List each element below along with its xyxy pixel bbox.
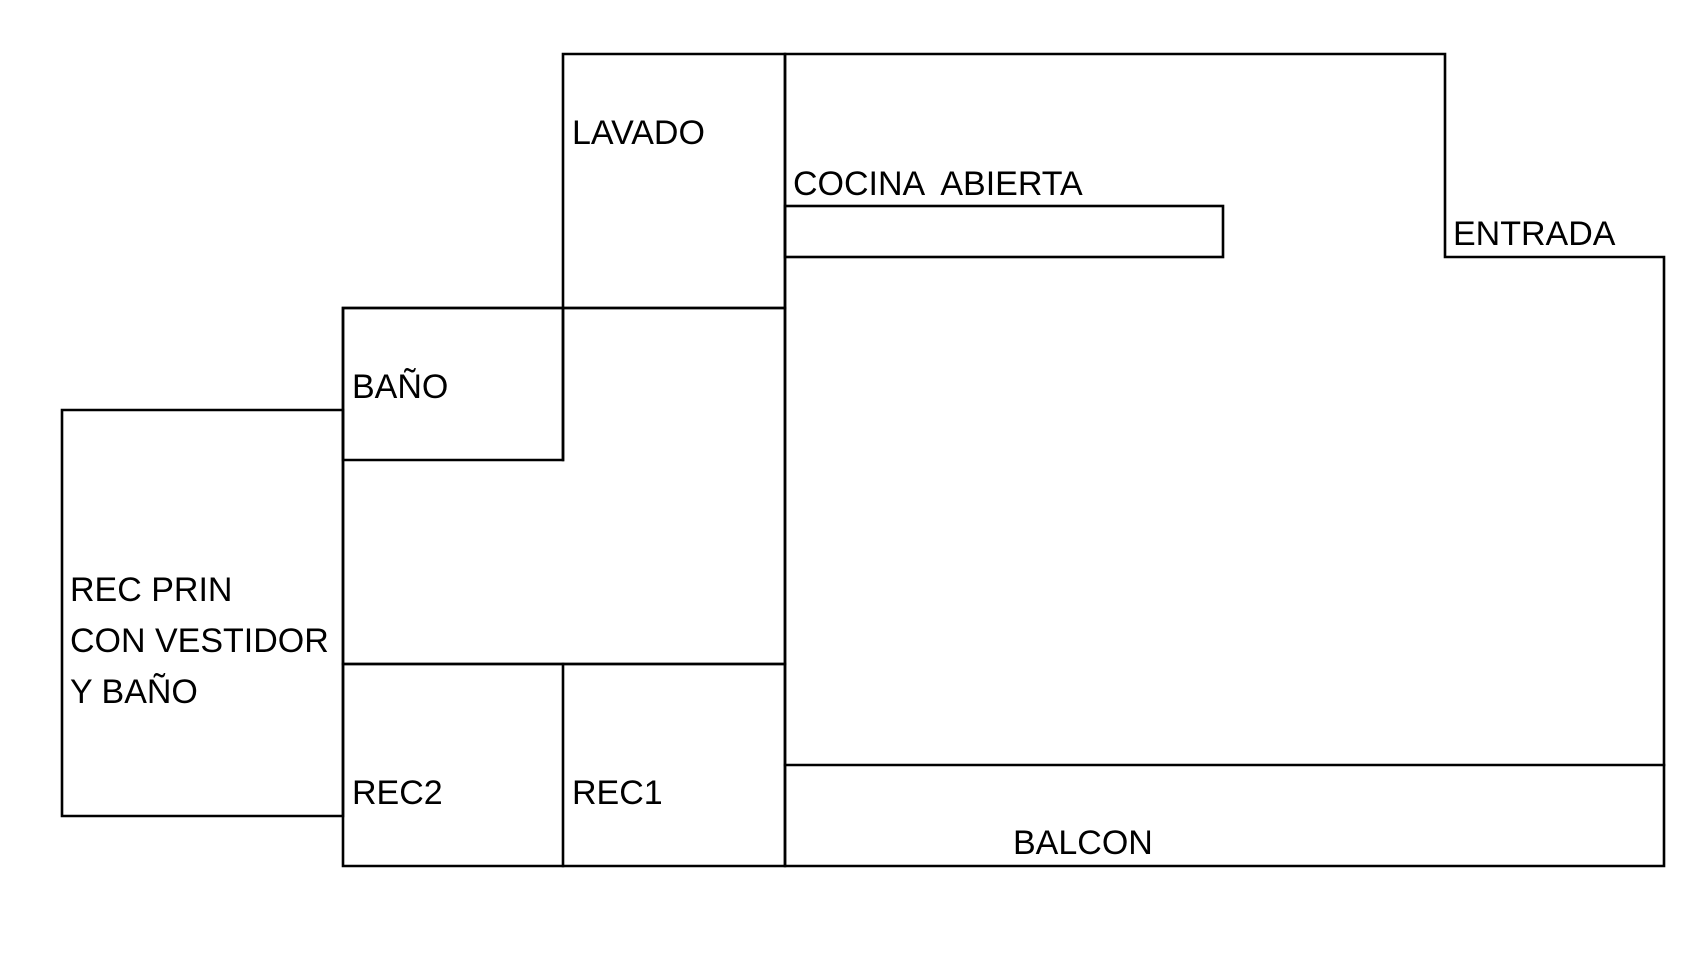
label-balcon: BALCON bbox=[1013, 824, 1153, 862]
walls bbox=[60, 52, 1666, 868]
label-rec-prin-line2: CON VESTIDOR bbox=[70, 622, 329, 660]
wall-rec-prin bbox=[60, 408, 345, 818]
label-rec2: REC2 bbox=[352, 774, 443, 812]
wall-bedrooms bbox=[341, 662, 787, 868]
label-rec-prin-line3: Y BAÑO bbox=[70, 673, 198, 711]
label-bano: BAÑO bbox=[352, 368, 448, 406]
label-entrada: ENTRADA bbox=[1453, 215, 1616, 253]
wall-lavado bbox=[561, 52, 787, 310]
room-labels: LAVADO COCINA ABIERTA ENTRADA BAÑO REC P… bbox=[70, 114, 1616, 862]
label-rec-prin-line1: REC PRIN bbox=[70, 571, 232, 609]
label-cocina: COCINA ABIERTA bbox=[793, 165, 1083, 203]
label-rec1: REC1 bbox=[572, 774, 663, 812]
kitchen-counter bbox=[783, 204, 1225, 259]
label-lavado: LAVADO bbox=[572, 114, 705, 152]
